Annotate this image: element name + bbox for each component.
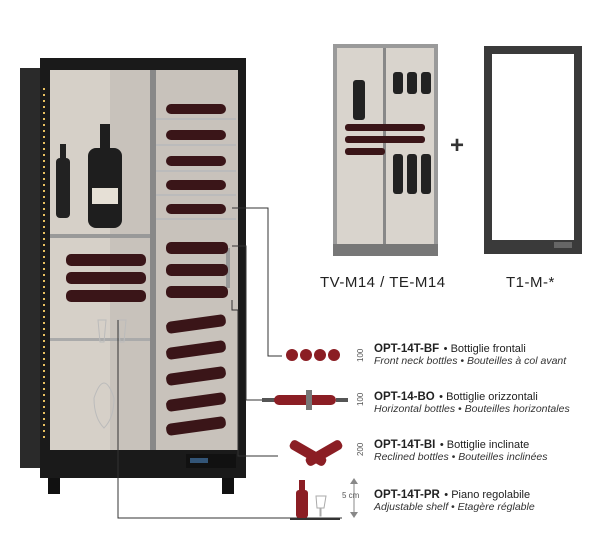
- option-3-code: OPT-14T-BI: [374, 439, 436, 451]
- option-shelf-bottle-icon: [290, 478, 360, 522]
- option-4-italian: Piano regolabile: [451, 489, 531, 501]
- option-3-subtitle: Reclined bottles • Bouteilles inclinées: [374, 451, 548, 463]
- option-front-bottles-icon: [284, 345, 354, 365]
- option-2-italian: Bottiglie orizzontali: [446, 391, 538, 403]
- door-frame-image: [484, 46, 582, 254]
- option-1-dimension: 100: [356, 348, 365, 362]
- option-2-dimension: 100: [356, 392, 365, 406]
- option-4-subtitle: Adjustable shelf • Etagère réglable: [374, 501, 535, 513]
- option-3-title: OPT-14T-BI • Bottiglie inclinate: [374, 439, 530, 451]
- option-4-title: OPT-14T-PR • Piano regolabile: [374, 489, 531, 501]
- option-4-code: OPT-14T-PR: [374, 489, 440, 501]
- option-2-title: OPT-14-BO • Bottiglie orizzontali: [374, 391, 538, 403]
- model-frame-label: T1-M-*: [506, 274, 555, 291]
- option-2-code: OPT-14-BO: [374, 391, 435, 403]
- option-4-dimension: 5 cm: [342, 491, 360, 500]
- option-horizontal-bottle-icon: [262, 388, 352, 412]
- option-1-italian: Bottiglie frontali: [450, 343, 526, 355]
- option-1-subtitle: Front neck bottles • Bouteilles à col av…: [374, 355, 567, 367]
- option-1-code: OPT-14T-BF: [374, 343, 440, 355]
- small-cabinet-image: [333, 44, 438, 256]
- option-3-italian: Bottiglie inclinate: [446, 439, 530, 451]
- option-3-dimension: 200: [356, 442, 365, 456]
- plus-sign: +: [450, 132, 465, 159]
- wine-cabinet-image: [18, 58, 248, 498]
- shelf-dimension-arrow: [340, 476, 372, 520]
- option-2-subtitle: Horizontal bottles • Bouteilles horizont…: [374, 403, 570, 415]
- option-1-title: OPT-14T-BF • Bottiglie frontali: [374, 343, 526, 355]
- model-main-label: TV-M14 / TE-M14: [320, 274, 446, 291]
- option-reclined-bottles-icon: [282, 432, 352, 472]
